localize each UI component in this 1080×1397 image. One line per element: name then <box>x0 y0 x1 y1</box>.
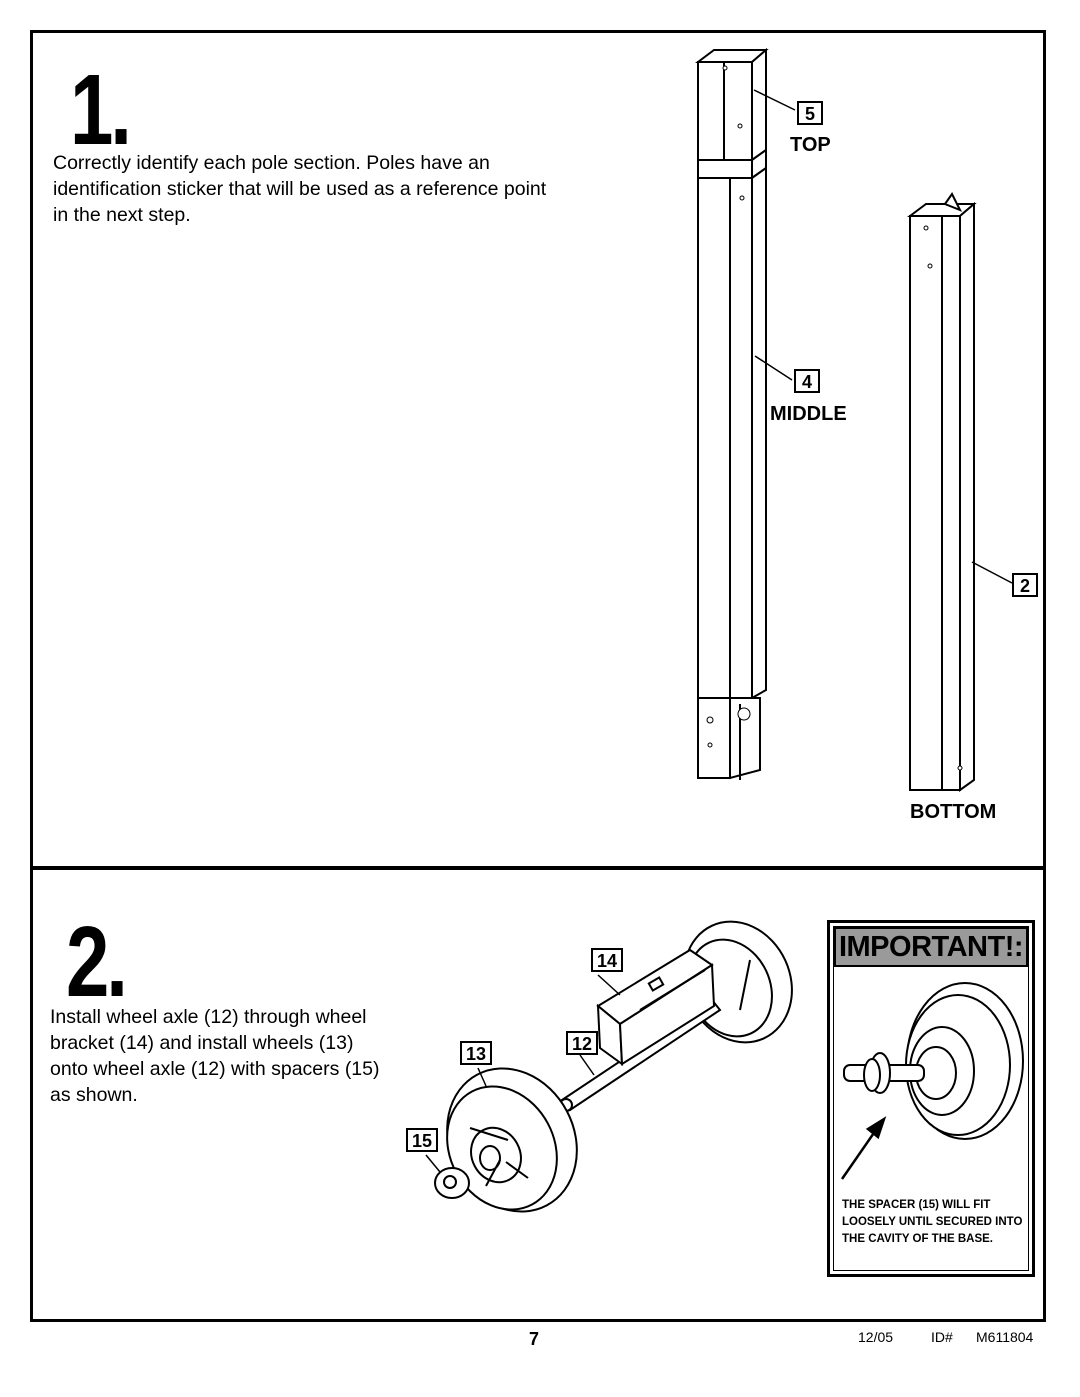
axle-callout: 12 <box>566 1031 598 1055</box>
important-box: IMPORTANT!: THE SPACER (15) WILL FIT LOO… <box>827 920 1035 1277</box>
bracket-callout: 14 <box>591 948 623 972</box>
section-divider <box>30 866 1046 870</box>
footer-id-value: M611804 <box>976 1329 1034 1345</box>
bottom-section-label: BOTTOM <box>910 801 997 823</box>
important-heading: IMPORTANT!: <box>834 927 1028 967</box>
important-note: THE SPACER (15) WILL FIT LOOSELY UNTIL S… <box>842 1199 1023 1245</box>
wheel-callout: 13 <box>460 1041 492 1065</box>
step2-instructions: Install wheel axle (12) through wheel br… <box>50 1006 380 1106</box>
page-number: 7 <box>529 1329 540 1349</box>
spacer-detail-illustration <box>840 982 1024 1180</box>
middle-section-callout: 4 <box>794 369 820 393</box>
page-frame <box>30 30 1046 1322</box>
top-section-label: TOP <box>790 134 831 156</box>
footer-date: 12/05 <box>858 1329 894 1345</box>
important-inner-border <box>833 926 1029 1271</box>
bottom-section-callout: 2 <box>1012 573 1038 597</box>
top-section-callout: 5 <box>797 101 823 125</box>
middle-section-label: MIDDLE <box>770 403 847 425</box>
step2-number: 2. <box>66 906 128 1018</box>
footer-id-label: ID# <box>931 1329 953 1345</box>
step1-instructions: Correctly identify each pole section. Po… <box>53 152 547 226</box>
step1-number: 1. <box>70 54 132 166</box>
spacer-callout: 15 <box>406 1128 438 1152</box>
